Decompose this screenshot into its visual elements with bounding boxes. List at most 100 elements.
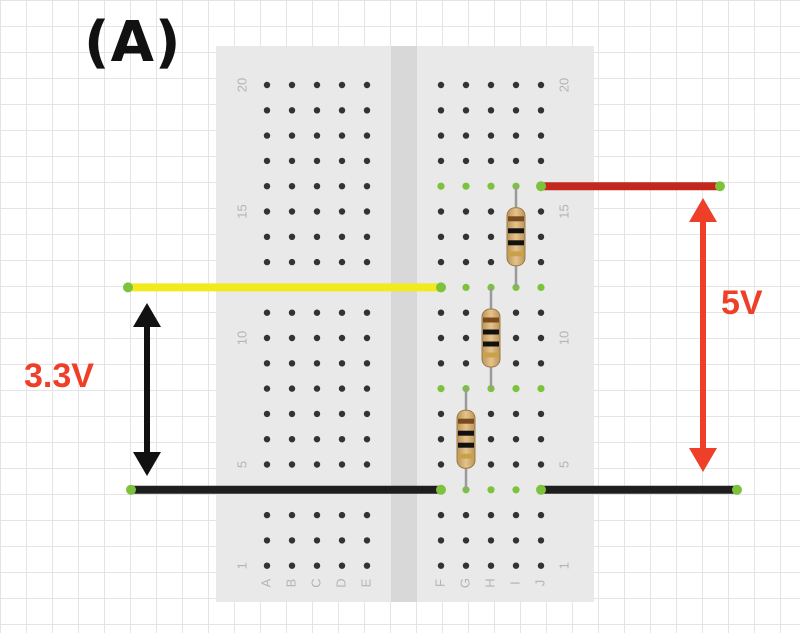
hole [462,334,470,342]
hole [512,385,520,393]
hole [313,537,321,544]
hole [487,537,495,544]
resistor-band [483,341,499,347]
hole [288,107,296,114]
hole [363,183,371,190]
hole [363,233,371,240]
resistor-top [506,186,526,288]
wire-yellow-end [436,282,446,293]
hole [537,385,545,393]
hole [537,410,545,418]
row-number-left: 5 [234,461,249,468]
hole [363,309,371,316]
hole [512,309,520,316]
wire-black-right-end [536,484,546,495]
wire-red-5v-end [715,181,725,192]
hole [338,107,346,114]
hole [288,436,296,443]
hole [338,258,346,266]
hole [437,385,445,393]
hole [338,562,346,569]
resistor-band [508,251,524,257]
voltage-label-5v: 5V [721,284,763,322]
hole [313,410,321,418]
hole [263,334,271,342]
voltage-label-3v3: 3.3V [24,357,94,395]
hole [288,157,296,165]
hole [437,436,445,443]
hole [338,81,346,89]
hole [288,81,296,89]
hole [537,107,545,114]
hole [338,436,346,443]
hole [313,183,321,190]
hole [512,334,520,342]
hole [487,208,495,215]
resistor-band [458,418,474,424]
hole [288,334,296,342]
hole [487,511,495,519]
hole [263,461,271,468]
resistor-band [458,442,474,448]
column-letter-i: I [507,581,522,585]
resistor-band [508,240,524,246]
hole [537,537,545,544]
arrow-3v3 [133,303,161,476]
hole [338,511,346,519]
wires [123,181,742,495]
hole [313,461,321,468]
hole [437,309,445,316]
hole [462,283,470,291]
hole [263,562,271,569]
hole [512,107,520,114]
hole [363,334,371,342]
breadboard-center-channel [391,46,417,602]
hole [462,81,470,89]
hole [487,182,495,190]
arrow-head-up [689,198,717,222]
hole [363,107,371,114]
hole [338,385,346,392]
hole [512,182,520,190]
column-letter-b: B [283,579,298,588]
wire-yellow-end [123,282,133,293]
column-letter-c: C [308,578,323,587]
hole [263,258,271,266]
hole [263,183,271,190]
hole [462,309,470,316]
hole [437,334,445,342]
hole [288,258,296,266]
hole [338,309,346,316]
hole [363,511,371,519]
row-number-right: 5 [556,461,571,468]
arrow-head-down [133,452,161,476]
hole [537,360,545,367]
hole [263,233,271,240]
row-number-right: 1 [556,562,571,569]
hole [338,334,346,342]
hole [487,157,495,165]
hole [437,81,445,89]
hole [263,360,271,367]
hole [363,562,371,569]
hole [263,208,271,215]
hole [313,436,321,443]
hole [363,537,371,544]
hole [263,107,271,114]
hole [338,410,346,418]
hole [288,410,296,418]
hole [363,461,371,468]
hole [537,81,545,89]
hole [537,436,545,443]
hole [437,562,445,569]
row-number-right: 15 [556,204,571,218]
row-number-left: 15 [234,204,249,218]
hole [462,132,470,139]
arrow-head-down [689,448,717,472]
column-letter-h: H [482,578,497,587]
hole [263,537,271,544]
hole [437,258,445,266]
arrow-head-up [133,303,161,327]
hole [313,360,321,367]
